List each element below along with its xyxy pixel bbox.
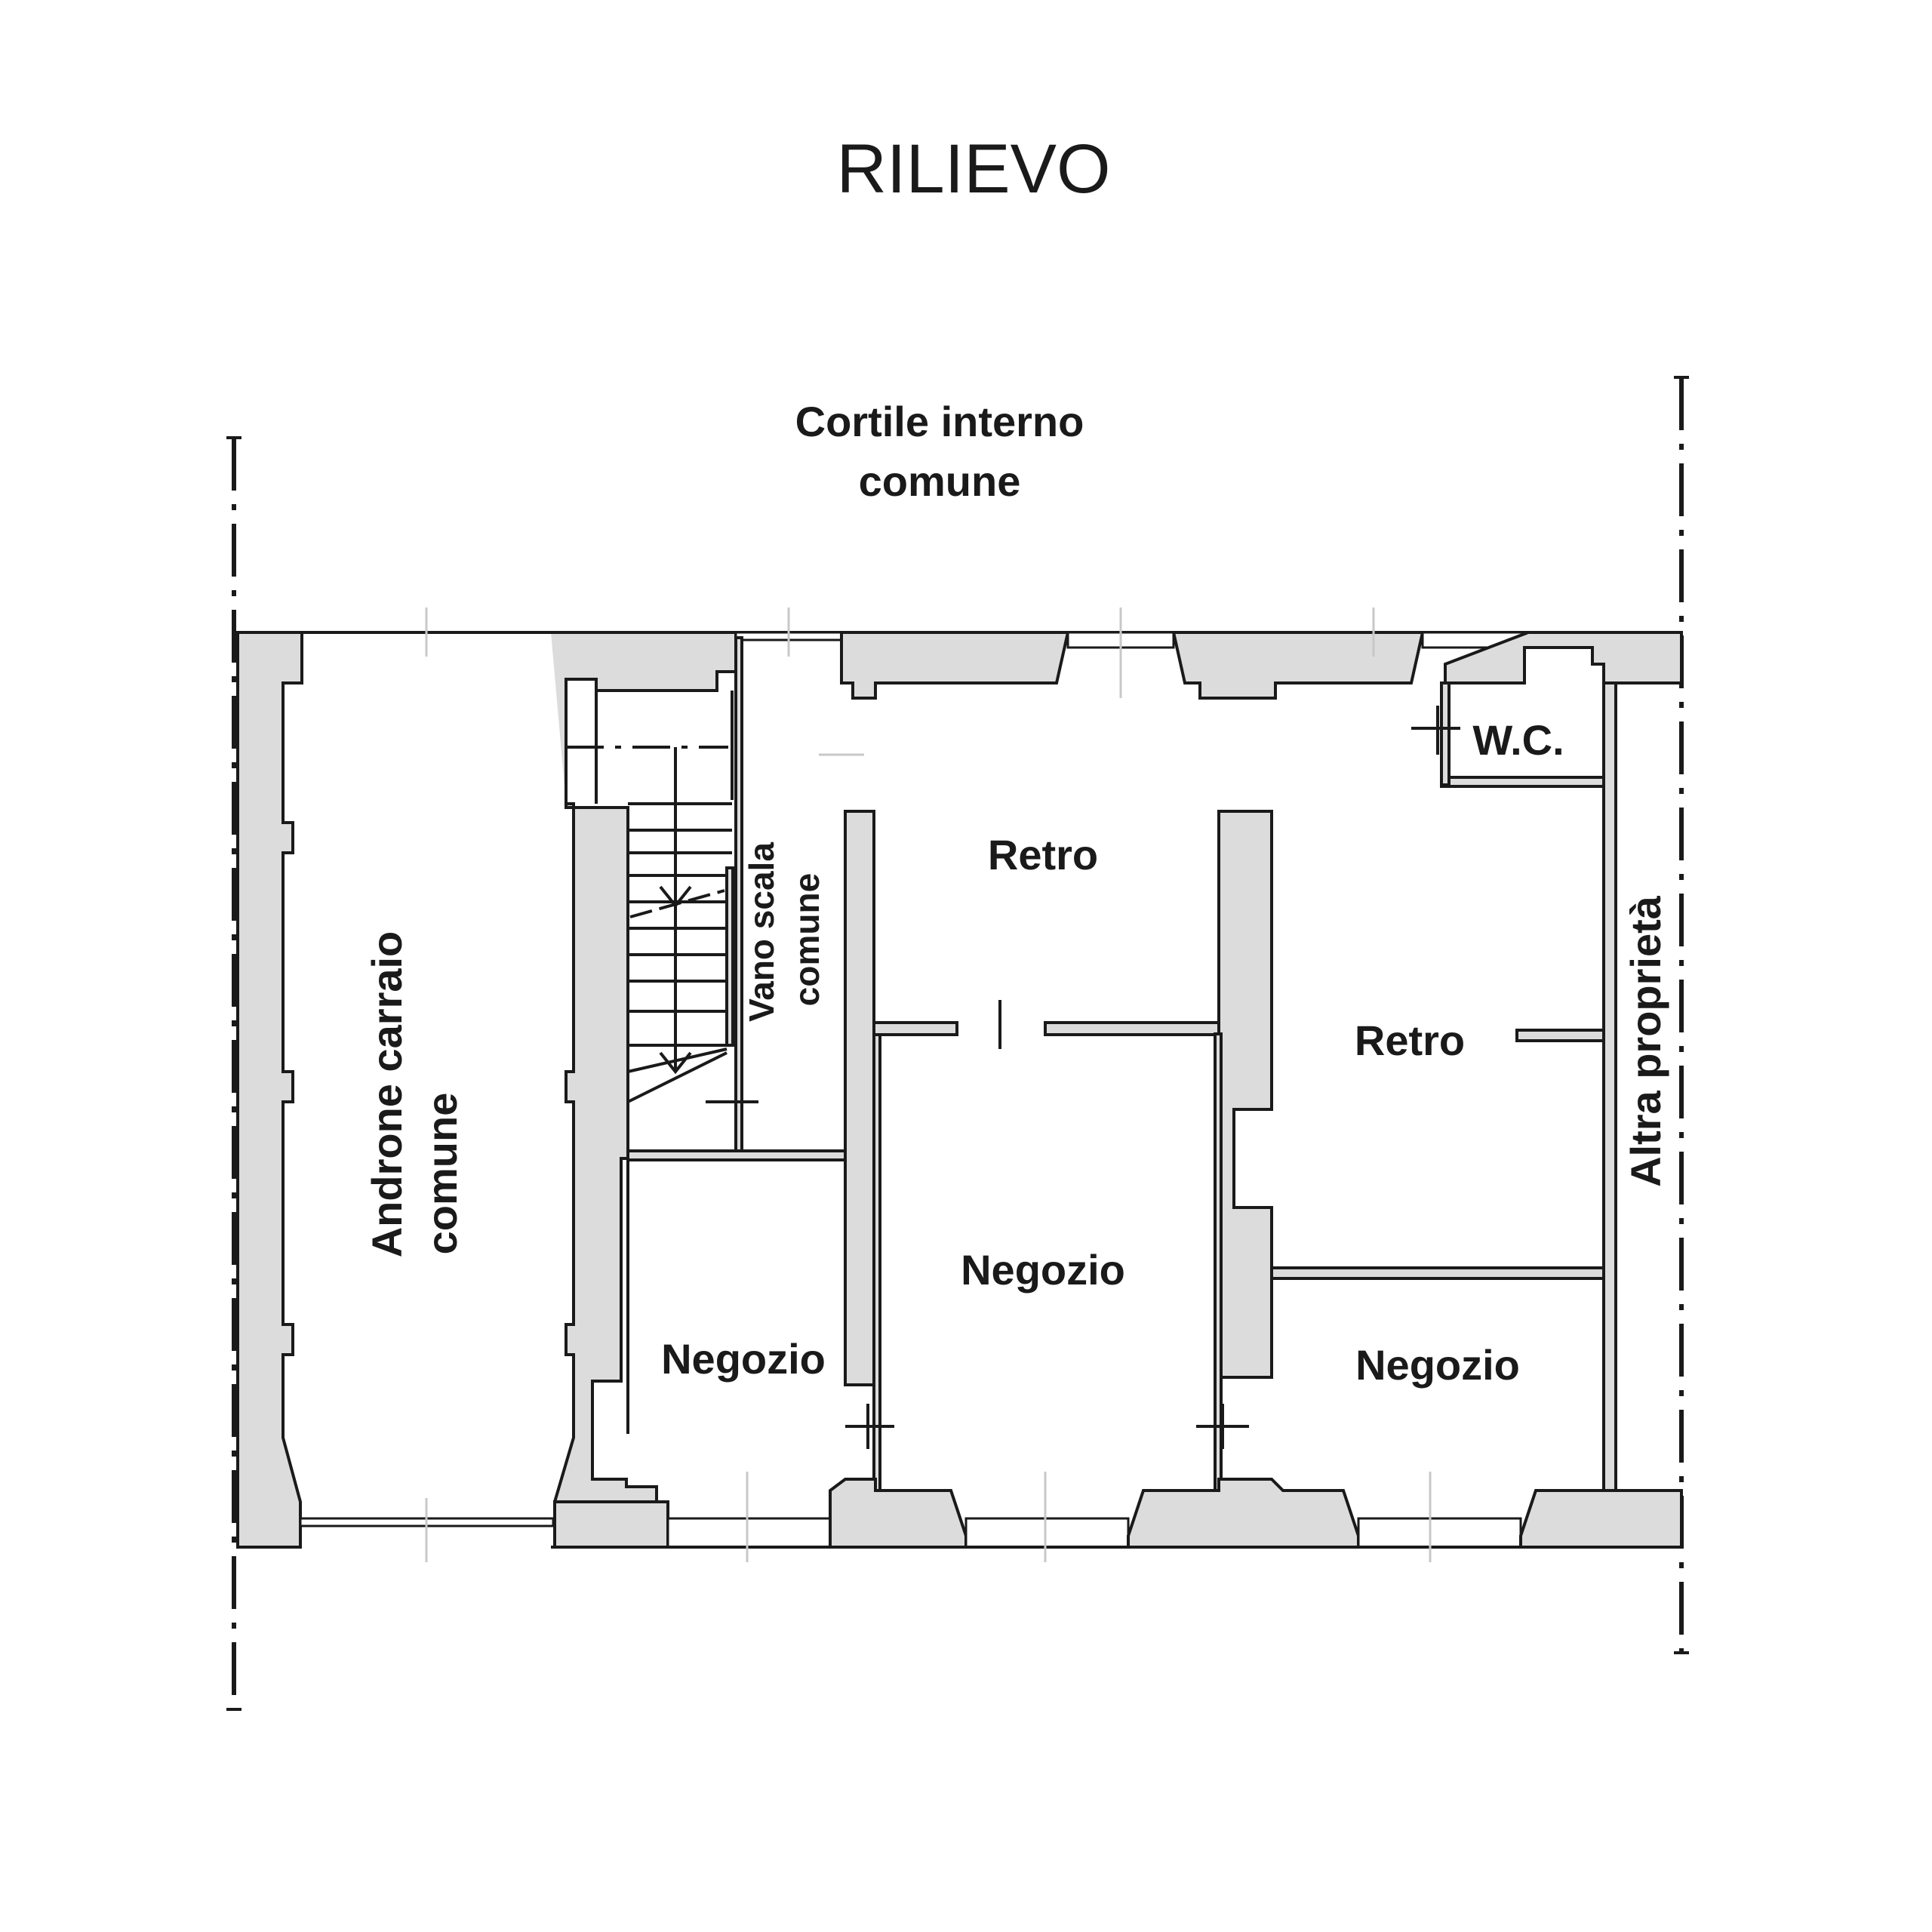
other-property-label: Altra proprietà: [1622, 895, 1669, 1187]
left-exterior-wall: [236, 631, 303, 1549]
passage-label-line2: comune: [418, 1093, 466, 1255]
wc-label: W.C.: [1472, 716, 1564, 764]
retro-right-label: Retro: [1355, 1017, 1465, 1064]
negozio-right-label: Negozio: [1355, 1341, 1520, 1389]
retro-right-stub: [1515, 1029, 1605, 1042]
retro-negozio-partition-right: [1044, 1021, 1220, 1036]
bottom-wall-3: [1127, 1478, 1360, 1549]
wc-bottom-wall: [1440, 776, 1605, 788]
retro-negozio-right-partition: [1270, 1266, 1605, 1280]
right-interior-wall: [1602, 681, 1617, 1503]
stair-core-wall: [725, 866, 734, 1047]
shop-top-wall-2: [1171, 631, 1425, 700]
retro-negozio-partition-left: [872, 1021, 958, 1036]
stair-label-line2: comune: [787, 873, 826, 1006]
passage-label-line1: Androne carraio: [363, 931, 411, 1258]
center-shop-left-wall: [872, 1032, 881, 1503]
retro-left-label: Retro: [988, 831, 1098, 878]
negozio-left-label: Negozio: [661, 1335, 826, 1383]
window-bottom-2: [964, 1517, 1130, 1549]
passage-right-wall: [551, 631, 737, 1549]
left-shop-partition: [844, 810, 875, 1386]
center-right-column: [1217, 810, 1273, 1379]
stair-label-line1: Vano scala: [742, 842, 781, 1022]
axis-ticks: [425, 608, 1432, 1562]
center-shop-right-wall: [1214, 1032, 1223, 1503]
bottom-wall-4: [1519, 1489, 1683, 1549]
courtyard-label-line2: comune: [859, 457, 1021, 505]
stair-shaft-wall: [734, 636, 743, 1152]
stair-direction-arrow: [566, 746, 728, 1075]
door-marks: [706, 706, 1460, 1449]
courtyard-label-line1: Cortile interno: [795, 398, 1084, 445]
negozio-center-label: Negozio: [961, 1246, 1125, 1294]
bottom-wall-2: [829, 1478, 968, 1549]
stair-shaft-bottom-wall: [626, 1149, 848, 1161]
window-bottom-1: [666, 1517, 832, 1549]
shop-top-wall-1: [840, 631, 1070, 700]
stair-treads: [627, 802, 732, 1103]
bottom-wall-1: [553, 1500, 669, 1549]
window-bottom-3: [1357, 1517, 1522, 1549]
wc-left-wall: [1440, 681, 1451, 786]
plan-title: RILIEVO: [836, 131, 1110, 208]
shop-top-wall-3: [1444, 631, 1683, 685]
